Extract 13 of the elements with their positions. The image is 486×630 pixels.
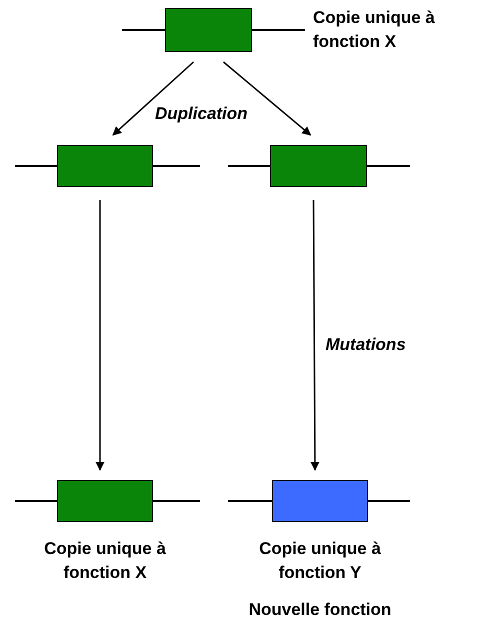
gene-caption: Copie unique à fonction X xyxy=(43,538,167,584)
gene-box xyxy=(272,480,368,522)
arrow xyxy=(96,200,104,471)
gene-caption: Copie unique à fonction X xyxy=(313,7,436,53)
gene-box xyxy=(57,480,153,522)
arrow xyxy=(223,61,312,136)
arrow xyxy=(112,61,194,136)
arrow xyxy=(310,200,320,471)
gene-box xyxy=(270,145,367,187)
gene-caption: Nouvelle fonction xyxy=(248,599,392,621)
gene-caption: Copie unique à fonction Y xyxy=(258,538,382,584)
gene-box xyxy=(57,145,153,187)
gene-box xyxy=(165,8,252,52)
